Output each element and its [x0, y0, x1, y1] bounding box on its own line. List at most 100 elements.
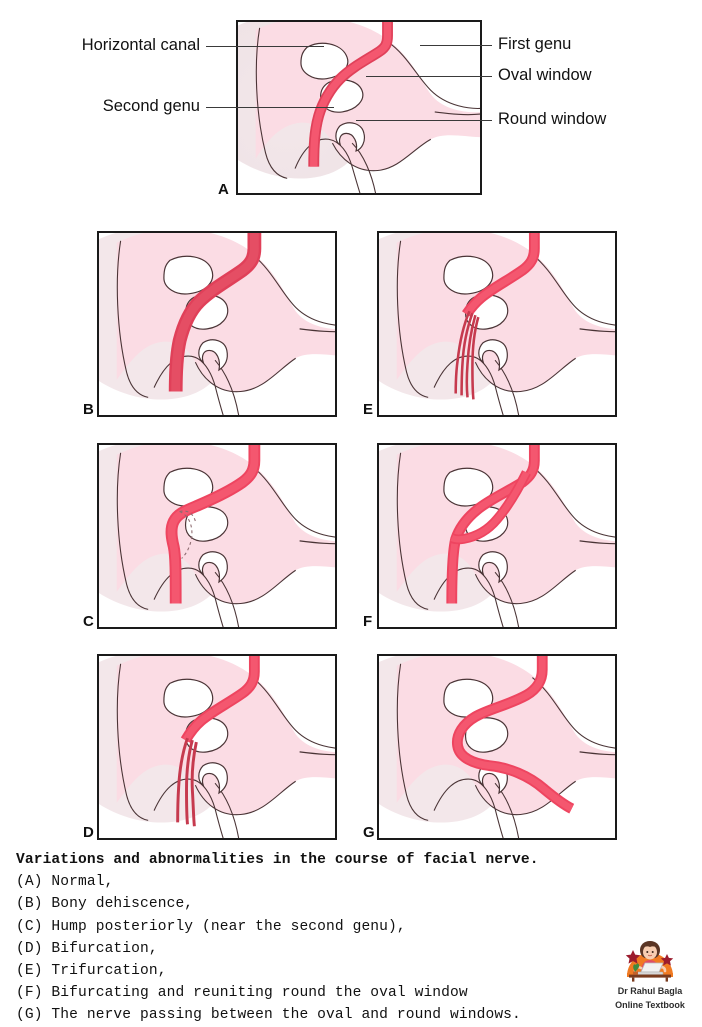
panel-letter-b: B	[83, 401, 94, 418]
mastoid-border	[396, 452, 429, 610]
panel-b-diagram	[99, 233, 335, 415]
panel-letter-d: D	[83, 824, 94, 841]
facial-nerve-E-trunk-core	[463, 233, 538, 317]
panel-d-diagram	[99, 656, 335, 838]
callout-horizontal-canal: Horizontal canal	[81, 36, 200, 54]
hypotympanum-contour	[433, 778, 504, 838]
callout-round-window: Round window	[498, 110, 607, 128]
caption-item-a: (A) Normal,	[16, 874, 114, 891]
facial-nerve-A-core	[310, 22, 392, 167]
callout-oval-window: Oval window	[498, 66, 592, 84]
styloid-contour	[351, 142, 377, 193]
caption-item-e: (E) Trifurcation,	[16, 963, 167, 980]
styloid-contour	[494, 782, 520, 838]
panel-e	[377, 231, 617, 417]
styloid-contour	[214, 782, 240, 838]
panel-a	[236, 20, 482, 195]
facial-nerve-D-branch-2	[185, 739, 194, 825]
tube-midline	[579, 751, 615, 756]
round-window-shape	[335, 122, 365, 152]
round-window-shape	[198, 762, 228, 795]
mastoid-border	[116, 452, 149, 610]
caption-item-g: (G) The nerve passing between the oval a…	[16, 1007, 521, 1024]
round-window-shape	[478, 339, 508, 372]
panel-f	[377, 443, 617, 629]
facial-nerve-D-trunk-core	[182, 656, 258, 742]
panel-d	[97, 654, 337, 840]
callout-first-genu: First genu	[498, 35, 572, 53]
styloid-contour	[214, 571, 240, 627]
caption-item-f: (F) Bifurcating and reuniting round the …	[16, 985, 468, 1002]
panel-letter-g: G	[363, 824, 375, 841]
tube-lower-outline	[331, 138, 432, 172]
facial-nerve-B-core	[171, 233, 259, 392]
hypotympanum-contour	[153, 778, 224, 838]
figure-caption: Variations and abnormalities in the cour…	[16, 849, 616, 1027]
mastoid-border	[396, 240, 429, 398]
styloid-contour	[214, 359, 240, 415]
tube-upper-outline	[532, 466, 615, 538]
caption-title: Variations and abnormalities in the cour…	[16, 852, 539, 868]
panel-g	[377, 654, 617, 840]
leader-oval-window	[366, 76, 492, 77]
panel-c-diagram	[99, 445, 335, 627]
mastoid-border	[116, 663, 149, 821]
tube-lower-outline	[474, 357, 576, 393]
tube-midline	[579, 328, 615, 333]
styloid-contour	[494, 359, 520, 415]
panel-f-diagram	[379, 445, 615, 627]
panel-letter-c: C	[83, 613, 94, 630]
panel-letter-f: F	[363, 613, 373, 630]
facial-nerve-E-branch-1	[454, 310, 471, 394]
mastoid-border	[396, 663, 429, 821]
leader-first-genu	[420, 45, 492, 46]
logo-line-2: Online Textbook	[615, 999, 685, 1010]
panel-a-diagram	[238, 22, 480, 193]
facial-nerve-C-core	[167, 445, 259, 604]
leader-second-genu	[206, 107, 334, 108]
caption-item-b: (B) Bony dehiscence,	[16, 896, 194, 913]
facial-nerve-D-branch-3	[190, 741, 198, 827]
round-window-shape	[478, 551, 508, 584]
facial-nerve-G-core	[453, 656, 574, 812]
caption-item-d: (D) Bifurcation,	[16, 940, 158, 957]
leader-round-window	[356, 120, 492, 121]
panel-letter-e: E	[363, 401, 374, 418]
facial-nerve-B-shade	[168, 233, 262, 392]
hump-dashed-top	[179, 510, 196, 522]
horizontal-canal-shape	[443, 255, 494, 295]
tube-upper-outline	[532, 254, 615, 326]
styloid-contour	[494, 571, 520, 627]
mastoid-border	[116, 240, 149, 398]
logo-line-1: Dr Rahul Bagla	[617, 986, 683, 996]
panel-c	[97, 443, 337, 629]
panel-g-diagram	[379, 656, 615, 838]
hypotympanum-contour	[433, 355, 504, 415]
round-window-shape	[198, 339, 228, 372]
oval-window-shape	[184, 506, 229, 542]
tube-upper-outline	[252, 254, 335, 326]
tube-midline	[299, 540, 335, 545]
tube-midline	[434, 111, 480, 116]
caption-item-c: (C) Hump posteriorly (near the second ge…	[16, 918, 406, 935]
round-window-shape	[198, 551, 228, 584]
tube-lower-outline	[474, 780, 576, 816]
facial-nerve-F-loop-core	[450, 470, 530, 543]
tube-midline	[299, 328, 335, 333]
panel-e-diagram	[379, 233, 615, 415]
tube-lower-outline	[194, 357, 296, 393]
tube-midline	[579, 540, 615, 545]
mastoid-border	[255, 27, 288, 179]
logo-person-laptop-icon	[625, 941, 674, 982]
tube-midline	[299, 751, 335, 756]
horizontal-canal-shape	[443, 467, 494, 507]
panel-b	[97, 231, 337, 417]
tube-upper-outline	[252, 466, 335, 538]
site-logo[interactable]: Dr Rahul Bagla Online Textbook	[600, 932, 700, 1011]
horizontal-canal-shape	[300, 42, 349, 80]
facial-nerve-D-branch-1	[176, 737, 189, 823]
callout-second-genu: Second genu	[102, 97, 200, 115]
facial-nerve-E-branch-3	[465, 314, 477, 398]
tube-lower-outline	[194, 780, 296, 816]
tube-upper-outline	[252, 677, 335, 749]
